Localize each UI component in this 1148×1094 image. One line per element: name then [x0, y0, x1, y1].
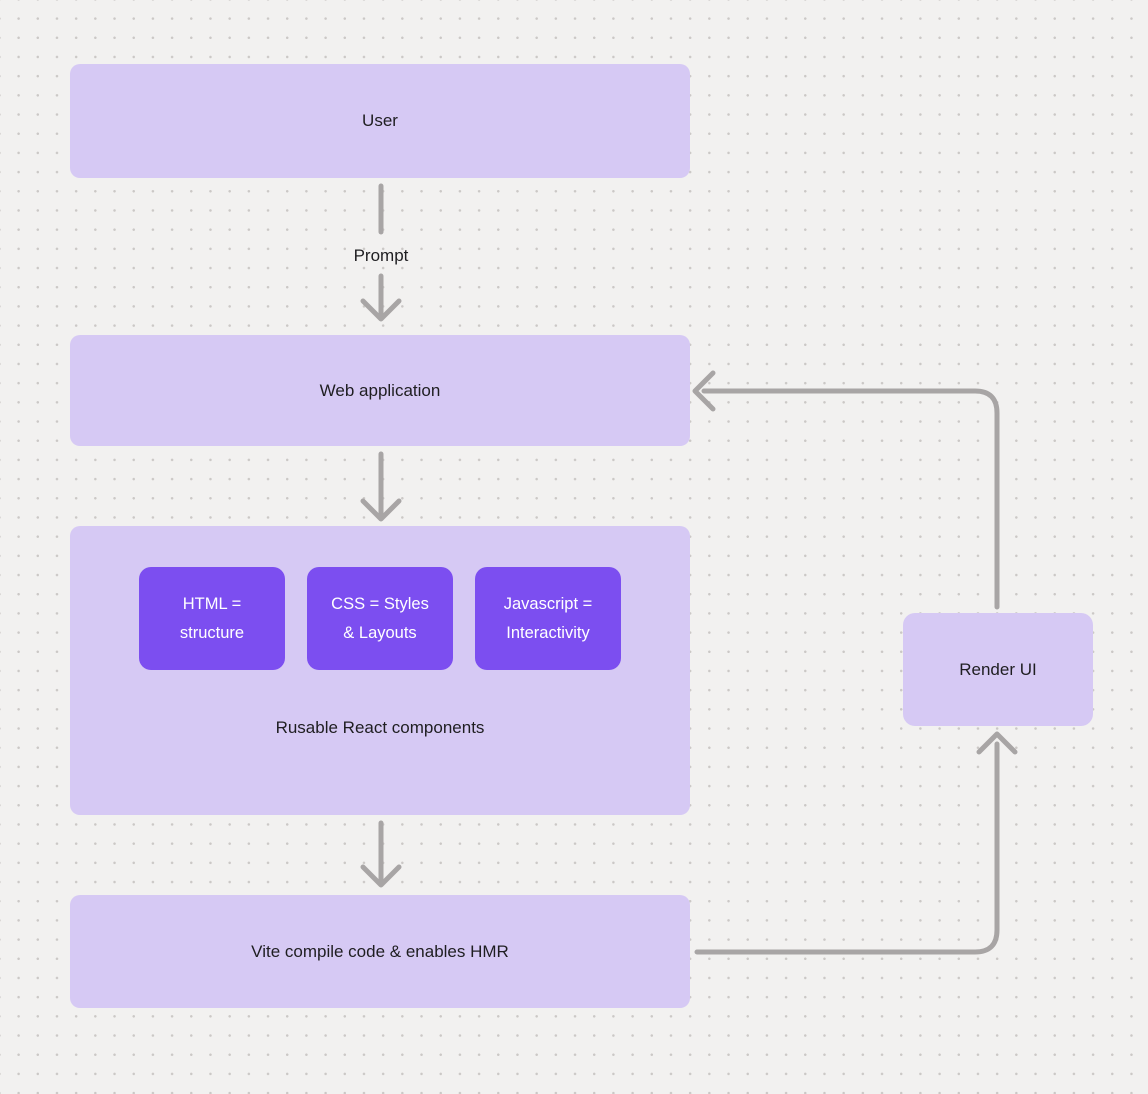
node-render-ui-label: Render UI — [959, 659, 1037, 679]
arrowhead-down-icon — [360, 498, 402, 522]
node-vite-label: Vite compile code & enables HMR — [251, 941, 509, 961]
node-render-ui: Render UI — [903, 613, 1093, 726]
arrowhead-left-icon — [692, 370, 716, 412]
node-html-line1: HTML = — [182, 594, 242, 613]
node-css: CSS = Styles & Layouts — [307, 567, 453, 670]
node-web-application: Web application — [70, 335, 690, 446]
node-html: HTML = structure — [139, 567, 285, 670]
node-user-label: User — [362, 111, 398, 130]
node-web-application-label: Web application — [319, 380, 441, 400]
node-css-line1: CSS = Styles — [331, 594, 429, 613]
node-javascript: Javascript = Interactivity — [475, 567, 621, 670]
arrow-webapp-to-components — [360, 451, 402, 522]
arrow-vite-to-renderui — [694, 731, 1018, 955]
arrow-renderui-to-webapp — [692, 370, 1000, 610]
node-css-line2: & Layouts — [343, 623, 417, 642]
components-group-label-text: Rusable React components — [275, 718, 485, 737]
arrowhead-down-icon — [360, 864, 402, 888]
node-components-group: HTML = structure CSS = Styles & Layouts … — [70, 526, 690, 815]
arrow-prompt-to-webapp — [360, 273, 402, 322]
edge-label-prompt: Prompt — [331, 243, 431, 268]
node-user: User — [70, 64, 690, 178]
node-javascript-line1: Javascript = — [503, 594, 593, 613]
components-group-label: Rusable React components — [70, 718, 690, 738]
node-vite: Vite compile code & enables HMR — [70, 895, 690, 1008]
arrow-components-to-vite — [360, 820, 402, 888]
arrowhead-up-icon — [976, 731, 1018, 755]
arrowhead-down-icon — [360, 298, 402, 322]
node-html-line2: structure — [179, 623, 245, 642]
node-javascript-line2: Interactivity — [506, 623, 590, 642]
prompt-label-text: Prompt — [353, 246, 409, 265]
